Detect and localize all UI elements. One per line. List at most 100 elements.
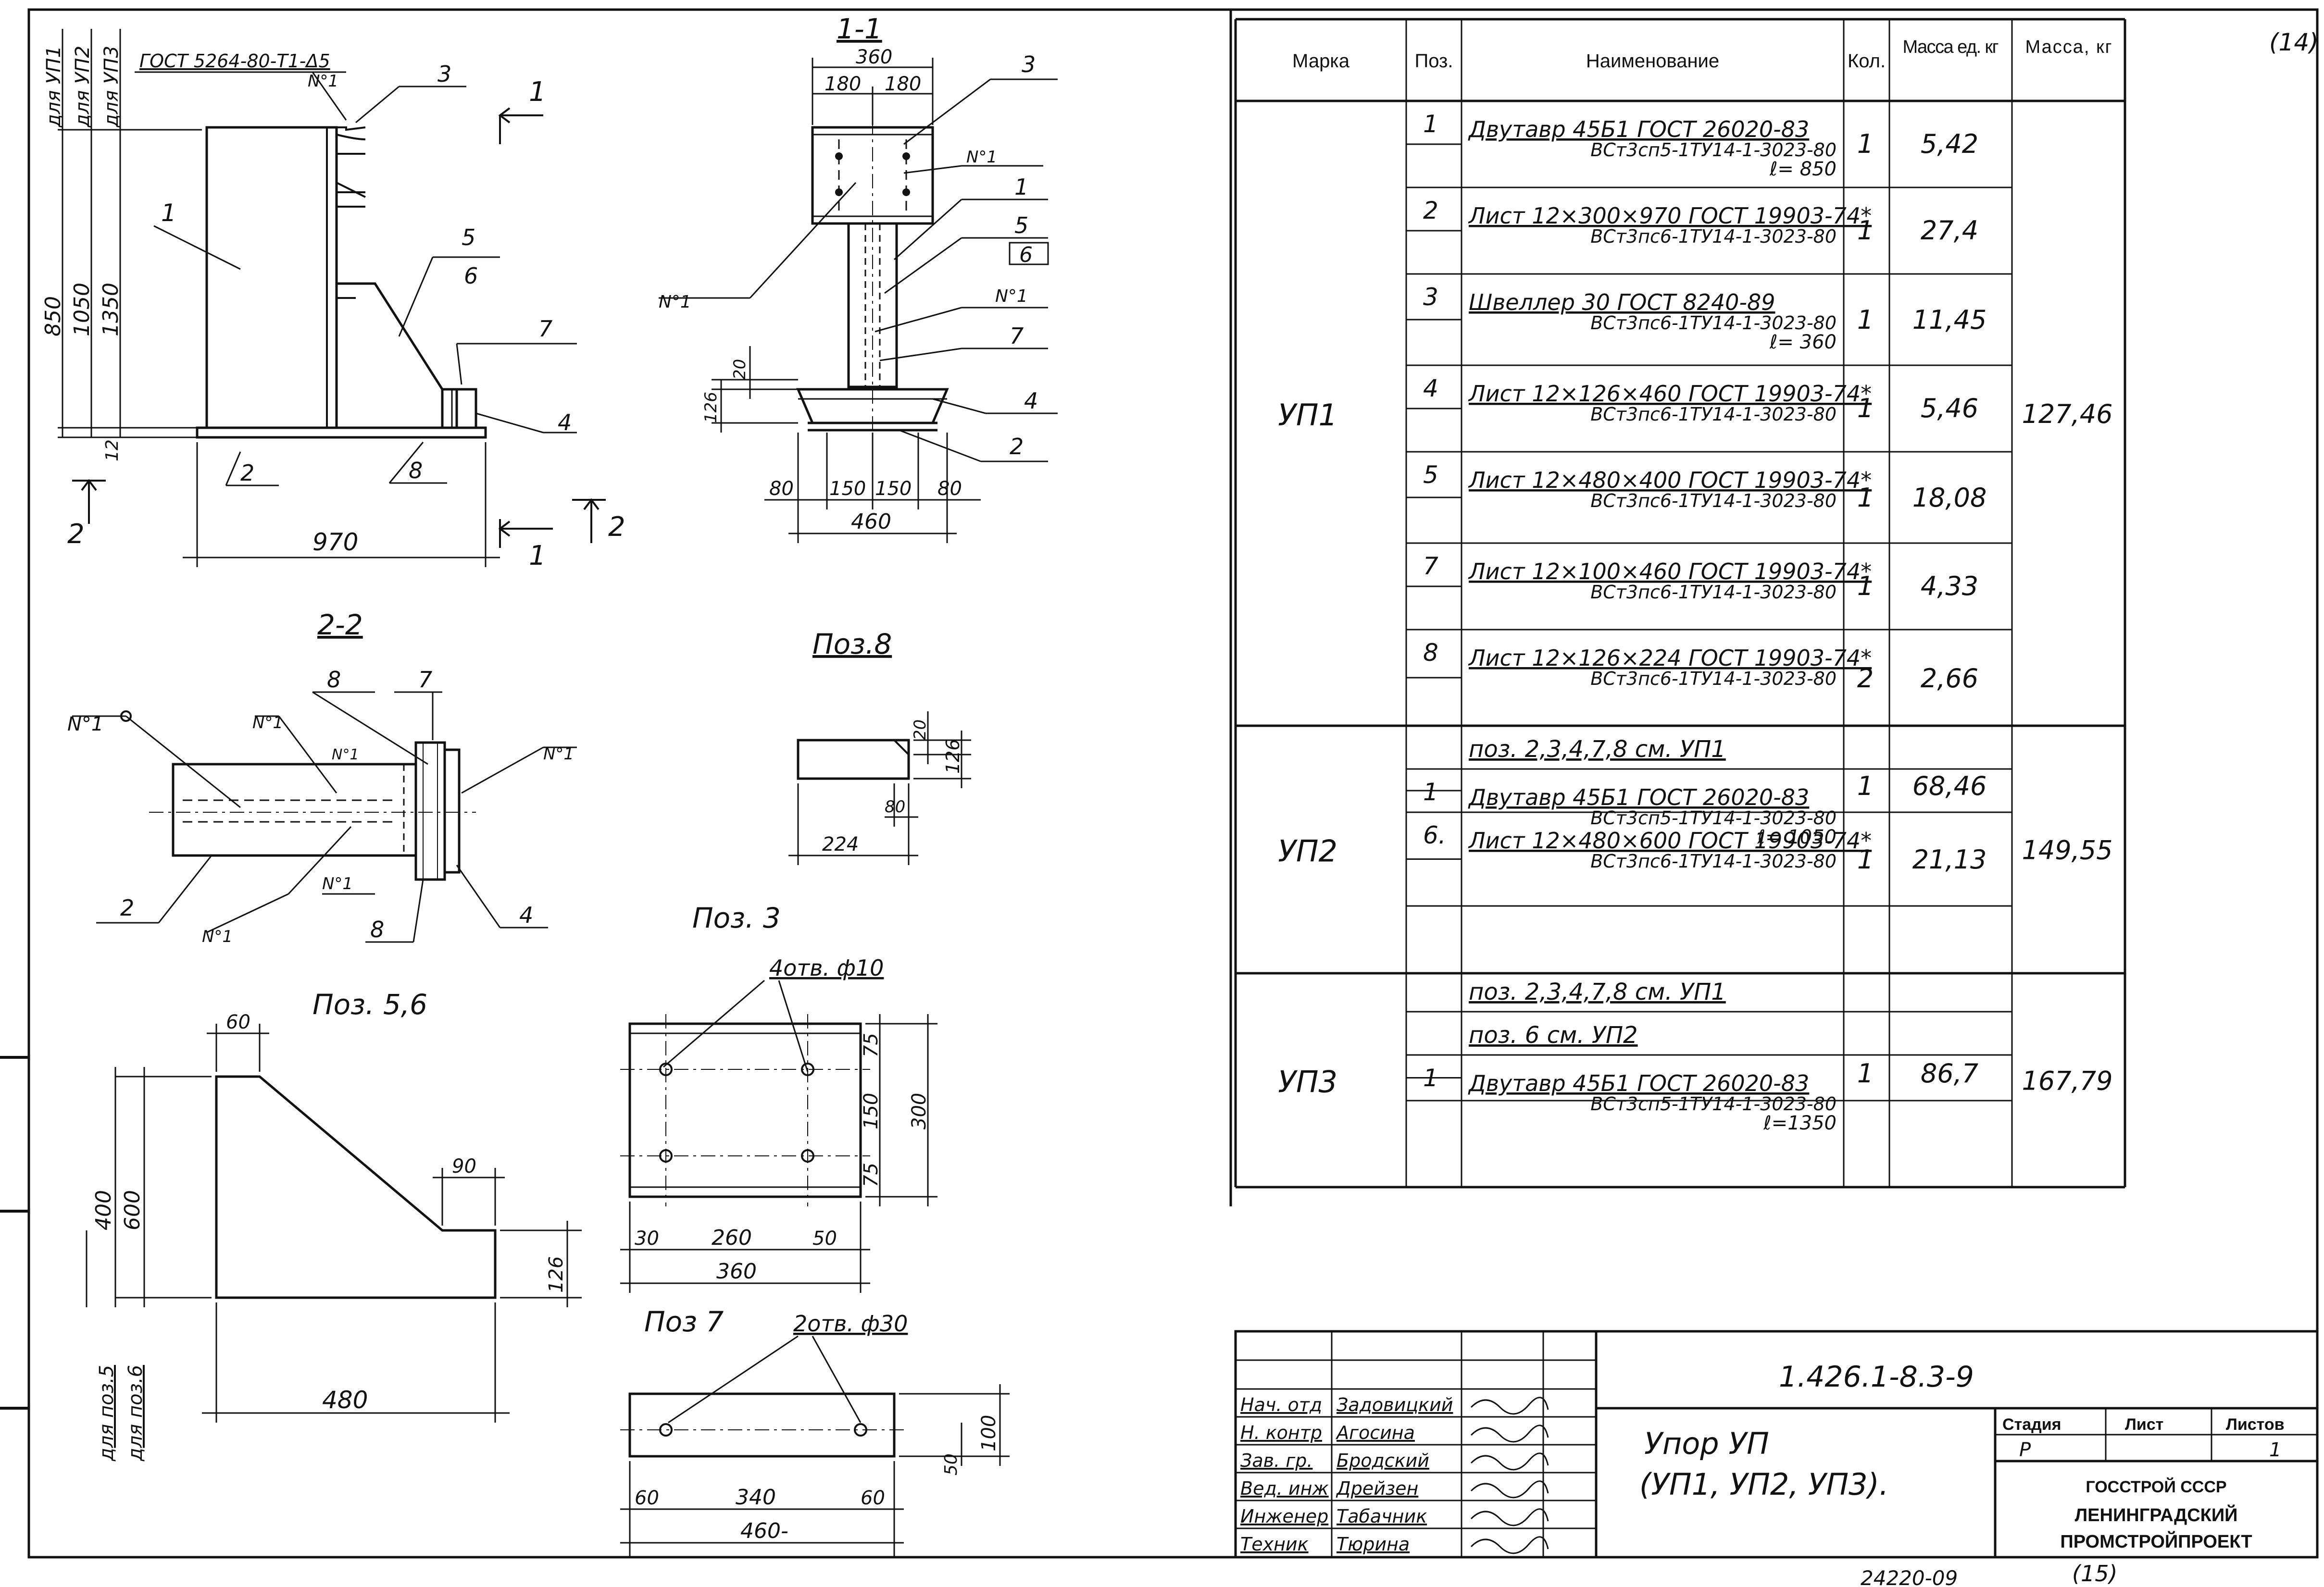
spec-note-2-1: поз. 6 см. УП2 [1469,1022,1638,1049]
spec-mark-1: УП2 [1278,834,1337,869]
poz3-dim-260: 260 [712,1226,752,1250]
spec-mass-2-0: 86,7 [1921,1058,1978,1089]
s11-callout-7: 7 [1010,323,1024,349]
tb-role-0: Нач. отд [1240,1394,1322,1415]
dim-80-left: 80 [769,478,794,500]
s11-callout-6: 6 [1019,243,1033,267]
tb-name-4: Табачник [1337,1506,1427,1527]
height-1350: 1350 [99,283,123,336]
dim-180-right: 180 [885,73,921,95]
s22-callout-n1-far-left: N°1 [67,713,103,735]
spec-mass-0-1: 27,4 [1921,215,1978,246]
spec-name-2-0: Двутавр 45Б1 ГОСТ 26020-83 [1468,1070,1809,1096]
poz3-dim-30: 30 [635,1227,659,1250]
s22-callout-n1-right: N°1 [543,744,574,764]
section-2-2-title: 2-2 [317,608,363,641]
poz56-dim-600: 600 [120,1190,145,1230]
sheets-value: 1 [2269,1439,2281,1461]
section-mark-1-top: 1 [529,76,546,108]
spec-qty-0-3: 1 [1857,393,1874,423]
spec-pos-0-4: 5 [1423,461,1438,489]
dim-360: 360 [856,46,892,68]
s22-callout-4: 4 [519,902,533,928]
tb-name-2: Бродский [1337,1450,1429,1471]
spec-mass-1-1: 21,13 [1912,844,1987,875]
tb-name-0: Задовицкий [1337,1394,1453,1415]
spec-pos-0-0: 1 [1423,110,1438,138]
callout-5: 5 [462,224,475,250]
spec-qty-2-0: 1 [1857,1058,1874,1089]
spec-steel-0-3: ВСт3пс6-1ТУ14-1-3023-80 [1590,404,1837,425]
spec-pos-0-2: 3 [1423,283,1438,311]
s22-callout-2: 2 [120,895,134,921]
spec-name-0-1: Лист 12×300×970 ГОСТ 19903-74* [1468,203,1872,229]
poz56-dim-480: 480 [322,1386,368,1414]
spec-mark-0: УП1 [1278,397,1337,433]
spec-steel-0-4: ВСт3пс6-1ТУ14-1-3023-80 [1590,490,1837,511]
doc-title-line1: Упор УП [1644,1426,1769,1461]
dim-80-right: 80 [937,478,962,500]
spec-name-0-5: Лист 12×100×460 ГОСТ 19903-74* [1468,558,1872,584]
height-1050: 1050 [70,283,94,336]
sheet-number-top: (14) [2269,28,2319,56]
poz3-title: Поз. 3 [692,902,781,934]
spec-note-2-0: поз. 2,3,4,7,8 см. УП1 [1469,979,1726,1005]
s22-callout-n1-d: N°1 [202,927,233,946]
poz7-detail: Поз 7 2отв. ф30 100 50 60 340 60 460- [620,1305,1010,1557]
poz7-dim-460: 460- [740,1519,788,1543]
poz7-dim-100: 100 [978,1415,1000,1451]
dim-180-left: 180 [825,73,861,95]
tb-role-3: Вед. инж [1240,1478,1329,1499]
spec-name-0-3: Лист 12×126×460 ГОСТ 19903-74* [1468,381,1872,407]
poz7-dim-60-right: 60 [861,1487,885,1509]
poz3-dim-75-bottom: 75 [860,1163,882,1187]
s11-callout-3: 3 [1022,51,1036,77]
spec-qty-1-0: 1 [1857,771,1874,801]
tb-role-2: Зав. гр. [1240,1450,1312,1471]
s22-callout-8-bottom: 8 [370,917,384,942]
org-line1: ГОССТРОЙ СССР [2086,1477,2226,1496]
doc-code: 1.426.1-8.3-9 [1779,1360,1974,1394]
stage-value: Р [2019,1439,2031,1461]
signature-2 [1470,1452,1549,1471]
spec-steel-0-0: ВСт3сп5-1ТУ14-1-3023-80 [1590,139,1837,161]
poz3-dim-50: 50 [812,1227,837,1250]
dim-460: 460 [851,509,891,534]
callout-7: 7 [538,316,552,342]
spec-pos-0-3: 4 [1423,374,1438,402]
poz8-dim-20: 20 [911,719,930,740]
s22-callout-n1-a: N°1 [252,713,283,732]
weld-gost: ГОСТ 5264-80-Т1-Δ5 [139,50,330,72]
s22-callout-7: 7 [418,667,432,693]
s11-weld-left: N°1 [659,292,691,312]
spec-length-0-2: ℓ= 360 [1769,331,1837,353]
org-line2: ЛЕНИНГРАДСКИЙ [2075,1504,2238,1525]
section-mark-1-bottom: 1 [529,540,546,571]
s11-callout-2: 2 [1010,434,1024,459]
spec-qty-0-5: 1 [1857,571,1874,601]
spec-steel-2-0: ВСт3сп5-1ТУ14-1-3023-80 [1590,1093,1837,1115]
section-1-1-title: 1-1 [837,12,882,45]
signature-4 [1470,1508,1549,1526]
height-850: 850 [41,296,65,336]
poz56-dim-400: 400 [91,1190,116,1230]
org-line3: ПРОМСТРОЙПРОЕКТ [2060,1530,2252,1552]
spec-mass-0-0: 5,42 [1921,129,1978,159]
spec-name-1-1: Лист 12×480×600 ГОСТ 19903-74* [1468,828,1872,854]
section-1-1: 1-1 360 180 180 20 126 [659,12,1058,543]
spec-mass-0-3: 5,46 [1921,393,1978,423]
signature-1 [1470,1425,1549,1443]
callout-6: 6 [464,263,478,289]
spec-mass-0-4: 18,08 [1912,483,1987,513]
spec-pos-1-1: 6. [1423,821,1446,849]
tb-name-5: Тюрина [1337,1534,1410,1555]
label-for-up2: для УП2 [72,46,94,128]
elevation-view: для УП1 для УП2 для УП3 850 1050 1350 12… [41,29,625,571]
spec-qty-0-1: 1 [1857,215,1874,246]
spec-note-1-0: поз. 2,3,4,7,8 см. УП1 [1469,736,1726,763]
section-2-2: 2-2 N°1 N°1 8 7 N°1 N°1 2 N°1 N°1 [67,608,577,946]
label-for-up3: для УП3 [100,46,123,128]
s11-callout-n1: N°1 [995,286,1028,306]
